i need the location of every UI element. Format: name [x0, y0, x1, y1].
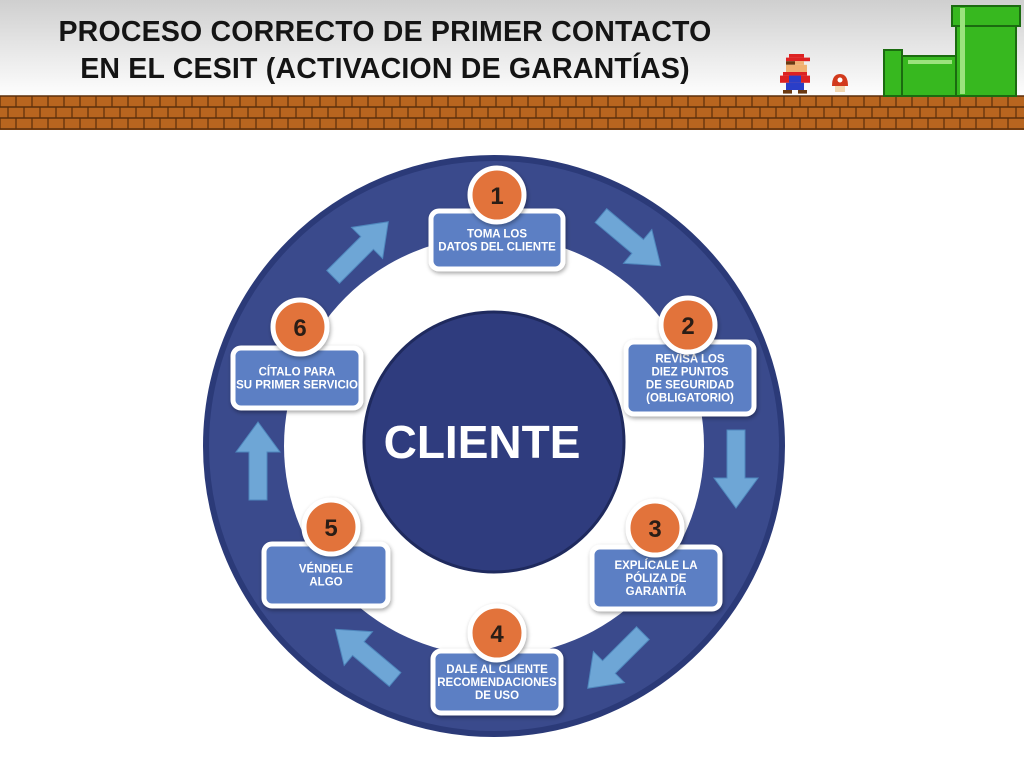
cycle-arrow-6-icon [326, 221, 389, 284]
step-1-badge [467, 165, 527, 225]
cycle-arrow-1-icon [594, 207, 662, 267]
mario-sprite-icon [780, 54, 810, 94]
step-3-label-line-3: GARANTÍA [626, 585, 687, 598]
slide-header: PROCESO CORRECTO DE PRIMER CONTACTO EN E… [0, 0, 1024, 132]
step-4-number: 4 [490, 621, 504, 648]
step-5-number: 5 [324, 515, 337, 542]
step-2-label-line-3: DE SEGURIDAD [646, 380, 734, 392]
center-label: CLIENTE [384, 416, 581, 468]
title-line-1: PROCESO CORRECTO DE PRIMER CONTACTO [58, 16, 712, 48]
step-2-label-line-4: (OBLIGATORIO) [646, 393, 734, 405]
step-5-label-line-2: ALGO [309, 577, 342, 589]
step-3-number: 3 [648, 516, 661, 543]
step-4-badge [467, 603, 527, 663]
cycle-arrow-5-icon [235, 421, 281, 501]
green-pipe-icon [883, 5, 1021, 97]
step-1-label-line-2: DATOS DEL CLIENTE [438, 242, 556, 254]
mushroom-sprite-icon [832, 74, 848, 92]
step-4-label-line-3: DE USO [475, 690, 519, 702]
step-2-number: 2 [681, 313, 694, 340]
step-2-label-line-1: REVISA LOS [655, 354, 725, 366]
cycle-arrows [235, 207, 759, 689]
center-circle [362, 310, 626, 574]
step-1-number: 1 [490, 183, 503, 210]
step-5-badge [301, 497, 361, 557]
step-1-label-line-1: TOMA LOS [467, 229, 527, 241]
step-6-label-line-2: SU PRIMER SERVICIO [236, 380, 358, 392]
step-6-number: 6 [293, 315, 306, 342]
step-3-badge [625, 498, 685, 558]
title-line-2: EN EL CESIT (ACTIVACION DE GARANTÍAS) [80, 53, 690, 85]
step-3-label-line-2: PÓLIZA DE [626, 572, 687, 585]
step-4-label-line-1: DALE AL CLIENTE [446, 664, 548, 676]
cycle-arrow-4-icon [334, 628, 402, 688]
step-6-label-line-1: CÍTALO PARA [259, 366, 336, 379]
cycle-arrow-2-icon [713, 429, 759, 509]
mario-decoration [0, 5, 1024, 130]
step-5-label-line-1: VÉNDELE [299, 563, 354, 576]
cycle-arrow-3-icon [587, 626, 650, 689]
step-4-label-line-2: RECOMENDACIONES [437, 677, 557, 689]
slide-title: PROCESO CORRECTO DE PRIMER CONTACTO EN E… [20, 14, 750, 88]
step-6-badge [270, 297, 330, 357]
step-2-label-line-2: DIEZ PUNTOS [651, 367, 728, 379]
brick-row [0, 95, 1024, 130]
step-3-label-line-1: EXPLÍCALE LA [614, 559, 697, 572]
step-2-badge [658, 295, 718, 355]
